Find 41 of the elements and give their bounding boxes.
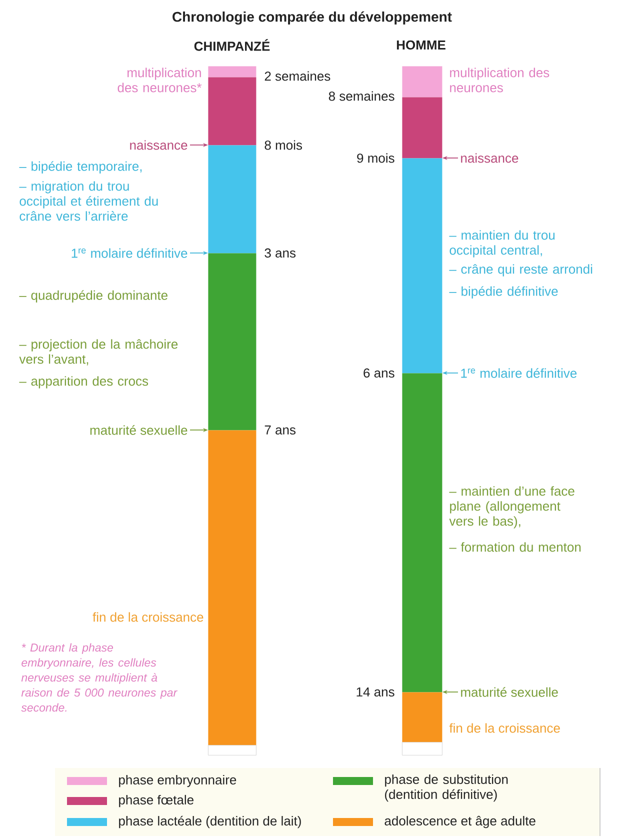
legend-text: phase lactéale (dentition de lait) [119,816,301,828]
legend-text: phase fœtale [119,794,194,808]
legend-text: adolescence et âge adulte [384,816,536,828]
timeline-segment [208,77,256,146]
event-label: 1$^{re}$ molaire définitive [72,248,188,258]
age-label: 7 ans [264,425,296,435]
event-label: 1$^{re}$ molaire définitive [461,368,577,378]
description-text: – quadrupédie dominante [19,290,168,302]
event-label: maturité sexuelle [90,425,188,435]
timeline-segment [402,97,442,158]
legend-text: phase embryonnaire [119,774,236,788]
age-label: 9 mois [357,153,394,163]
timeline-segment [208,253,256,430]
description-text: – migration du trou occipital et étirement du crâne vers l’arrière [19,181,158,221]
event-label: naissance [461,153,518,163]
age-label: 3 ans [264,248,296,258]
event-label: naissance [130,140,188,150]
timeline-segment [208,745,256,756]
age-label: 2 semaines [264,71,330,81]
age-label: 8 mois [264,140,302,150]
column-heading: CHIMPANZÉ [194,39,270,51]
chart-title: Chronologie comparée du développement [172,11,452,25]
event-label: maturité sexuelle [461,687,558,697]
timeline-segment [208,430,256,746]
age-label: 8 semaines [328,91,394,101]
age-label: 14 ans [356,687,394,697]
timeline-segment [208,145,256,254]
timeline-segment [208,66,256,78]
footnote: * Durant la phase embryonnaire, les cellules nerveuses se multiplient à raison de 5 000 neurones par seconde. [21,643,178,712]
description-text: – bipédie temporaire, [19,161,142,174]
timeline-segment [402,66,442,98]
event-label: fin de la croissance [449,723,560,733]
timeline-segment [402,742,442,756]
description-text: – apparition des crocs [19,376,148,388]
timeline-segment [402,158,442,374]
timeline-segment [402,692,442,742]
timeline-segment [402,373,442,692]
legend-text: phase de substitution (dentition définitive) [385,774,508,802]
event-label: multiplication des neurones [450,68,550,92]
event-label: multiplication des neurones* [118,68,202,92]
age-label: 6 ans [364,368,394,378]
